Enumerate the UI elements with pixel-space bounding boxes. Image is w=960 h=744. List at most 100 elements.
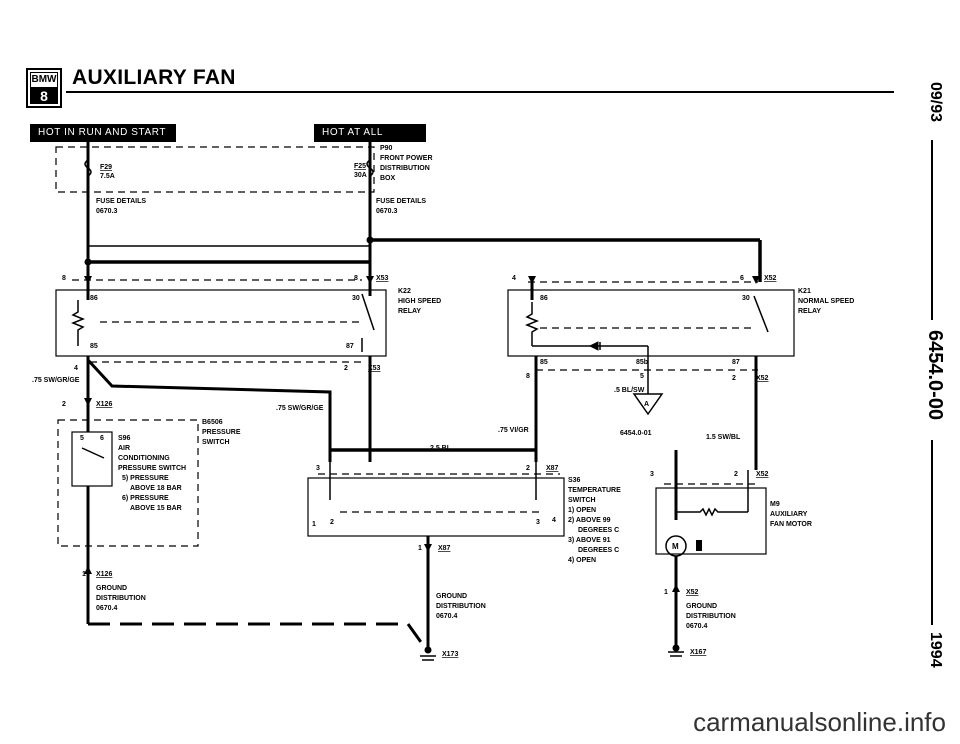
connector-x126-b: X126	[96, 571, 112, 578]
label-b6506-line2: SWITCH	[202, 439, 230, 446]
motor-m-symbol: M	[672, 542, 679, 551]
hot-at-all-times-banner: HOT AT ALL TIMES	[314, 124, 426, 156]
pin-4-a: 4	[512, 275, 516, 282]
terminal-85-a: 85	[90, 343, 98, 350]
wire-label-75-vi-gr: .75 VI/GR	[498, 427, 529, 434]
pin-4-b: 4	[74, 365, 78, 372]
label-k21: K21	[798, 288, 811, 295]
fuse-box-outline	[55, 146, 375, 193]
ground-label-a1: GROUND	[96, 585, 127, 592]
label-s96-line7: ABOVE 15 BAR	[130, 505, 182, 512]
pin-1-c: 1	[664, 589, 668, 596]
wire-label-15-sw-bl: 1.5 SW/BL	[706, 434, 741, 441]
label-s96-line1: AIR	[118, 445, 130, 452]
bmw-8-series-logo: BMW 8	[26, 68, 62, 108]
terminal-85b: 85b	[636, 359, 648, 366]
connector-x53-b: X53	[368, 365, 381, 372]
pin-2-c: 2	[732, 375, 736, 382]
connector-x87-a: X87	[546, 465, 559, 472]
hot-in-run-start-banner: HOT IN RUN AND START	[30, 124, 176, 142]
label-b6506: B6506	[202, 419, 223, 426]
terminal-86-b: 86	[540, 295, 548, 302]
wire-ground-return	[88, 622, 430, 653]
switch-pin-5: 5	[80, 435, 84, 442]
label-k22-line1: HIGH SPEED	[398, 298, 441, 305]
switch-contact-1: 1	[312, 521, 316, 528]
label-s36: S36	[568, 477, 581, 484]
ground-point-x167: X167	[690, 649, 706, 656]
label-p90: P90	[380, 145, 393, 152]
reference-code: 6454.0-01	[620, 430, 652, 437]
label-k21-line2: RELAY	[798, 308, 821, 315]
fuse-f29-symbol	[84, 159, 92, 177]
terminal-30-a: 30	[352, 295, 360, 302]
ground-label-b3: 0670.4	[436, 613, 458, 620]
temp-switch-s36-outline	[307, 477, 565, 537]
label-m9-line1: AUXILIARY	[770, 511, 808, 518]
connector-x52-a: X52	[764, 275, 777, 282]
pin-5: 5	[640, 373, 644, 380]
watermark: carmanualsonline.info	[693, 707, 946, 737]
reference-letter-a: A	[644, 401, 649, 408]
label-s96-line4: 5) PRESSURE	[122, 475, 169, 482]
logo-series-number: 8	[30, 88, 58, 104]
ground-label-b1: GROUND	[436, 593, 467, 600]
pin-2-b: 2	[62, 401, 66, 408]
label-m9: M9	[770, 501, 780, 508]
label-s36-line8: 4) OPEN	[568, 557, 596, 564]
pin-8-c: 8	[526, 373, 530, 380]
ground-label-c2: DISTRIBUTION	[686, 613, 736, 620]
connector-x87-b: X87	[438, 545, 451, 552]
connector-x52-c: X52	[756, 471, 769, 478]
pin-2-a: 2	[344, 365, 348, 372]
relay-k22-coil	[70, 300, 86, 346]
relay-k22-outline	[55, 289, 387, 357]
switch-contact-4: 4	[552, 517, 556, 524]
pin-6: 6	[740, 275, 744, 282]
logo-bmw-text: BMW	[30, 72, 58, 88]
terminal-85-b: 85	[540, 359, 548, 366]
label-k22: K22	[398, 288, 411, 295]
ground-label-c3: 0670.4	[686, 623, 708, 630]
wire-label-75-sw-gr-ge-b: .75 SW/GR/GE	[276, 405, 324, 412]
fuse-f25-symbol	[366, 159, 374, 177]
label-p90-line2: DISTRIBUTION	[380, 165, 430, 172]
label-k22-line2: RELAY	[398, 308, 421, 315]
pin-1-a: 1	[418, 545, 422, 552]
label-fuse-details-b: FUSE DETAILS	[376, 198, 426, 205]
label-fuse-ref-b: 0670.3	[376, 208, 398, 215]
switch-pin-6: 6	[100, 435, 104, 442]
ground-label-c1: GROUND	[686, 603, 717, 610]
label-s36-line2: SWITCH	[568, 497, 596, 504]
label-f29-amp: 7.5A	[100, 173, 115, 180]
wire-label-75-sw-gr-ge-a: .75 SW/GR/GE	[32, 377, 80, 384]
label-s36-line1: TEMPERATURE	[568, 487, 621, 494]
reference-triangle	[632, 393, 664, 416]
label-f25-amp: 30A	[354, 172, 367, 179]
terminal-86-a: 86	[90, 295, 98, 302]
connector-x53: X53	[376, 275, 389, 282]
connector-x52-d: X52	[686, 589, 699, 596]
label-k21-line1: NORMAL SPEED	[798, 298, 854, 305]
ground-label-a3: 0670.4	[96, 605, 118, 612]
label-f29: F29	[100, 164, 112, 171]
terminal-87-a: 87	[346, 343, 354, 350]
pressure-switch-b6506-outline	[57, 419, 199, 547]
wire-75-sw-gr-ge	[86, 358, 332, 462]
label-p90-line1: FRONT POWER	[380, 155, 433, 162]
switch-contact-3: 3	[536, 519, 540, 526]
terminal-30-b: 30	[742, 295, 750, 302]
wire-label-25-bl: 2.5 BL	[430, 445, 452, 452]
label-s96-line3: PRESSURE SWITCH	[118, 465, 186, 472]
label-f25: F25	[354, 163, 366, 170]
label-s36-line7: DEGREES C	[578, 547, 619, 554]
label-s96-line2: CONDITIONING	[118, 455, 170, 462]
label-s96: S96	[118, 435, 131, 442]
connector-x52-b: X52	[756, 375, 769, 382]
label-s96-line6: 6) PRESSURE	[122, 495, 169, 502]
relay-k21-coil	[524, 302, 540, 346]
wire-label-5-bl-sw: .5 BL/SW	[614, 387, 645, 394]
label-s36-line4: 2) ABOVE 99	[568, 517, 611, 524]
